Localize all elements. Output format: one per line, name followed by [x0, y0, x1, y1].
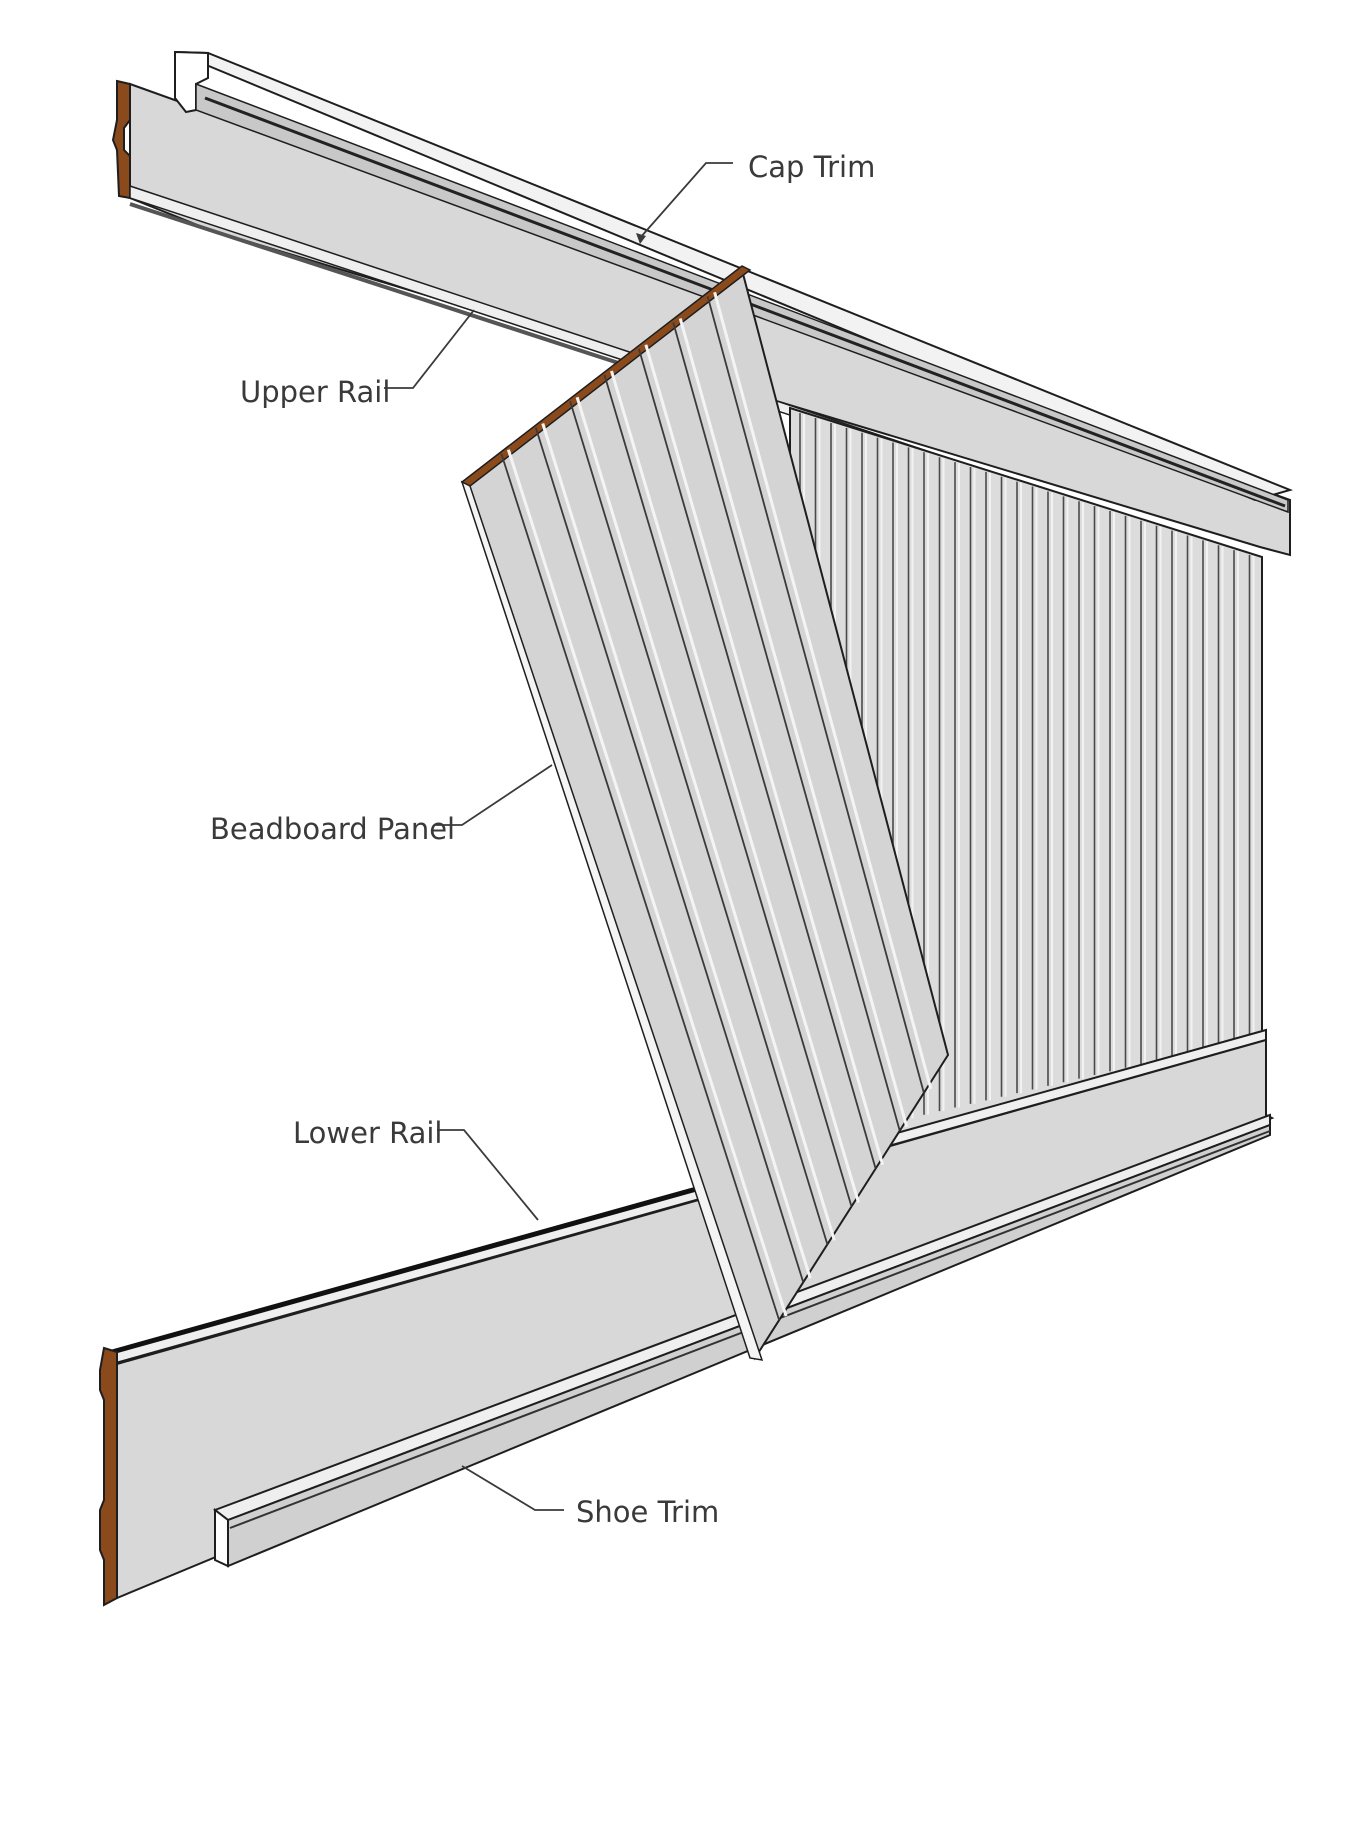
upper-rail-label: Upper Rail — [240, 375, 391, 409]
front-panel-groove — [706, 296, 925, 1094]
cap-trim-label: Cap Trim — [748, 150, 876, 184]
cap-trim-arrowhead — [636, 233, 646, 244]
front-panel-groove — [500, 453, 780, 1321]
upper-rail-leader — [384, 309, 475, 389]
shoe-trim-label: Shoe Trim — [576, 1495, 720, 1529]
leader-lines — [384, 162, 733, 1511]
shoe-trim-leader — [461, 1465, 564, 1511]
front-panel-bead-highlight — [644, 344, 885, 1166]
front-panel-groove — [603, 374, 853, 1207]
upper-rail-shadow-line — [129, 202, 641, 372]
front-panel-bead-highlight — [713, 291, 933, 1090]
front-panel-bead-highlight — [610, 370, 860, 1203]
lower-rail-top-shadow — [111, 1185, 701, 1355]
front-panel-bead-highlight — [541, 423, 812, 1279]
front-beadboard-panel — [460, 265, 950, 1361]
shoe-trim-end — [214, 1507, 229, 1568]
lower-rail-leader — [437, 1129, 539, 1221]
beadboard-panel-leader — [434, 764, 553, 826]
front-panel-grooves — [500, 291, 933, 1321]
front-panel-groove — [534, 427, 805, 1283]
lower-rail-end-grain — [99, 1346, 118, 1607]
front-panel-left-edge — [460, 480, 764, 1361]
front-panel-bead-highlight — [678, 318, 909, 1128]
front-panel-groove — [569, 400, 829, 1245]
beadboard-panel-label: Beadboard Panel — [210, 812, 456, 846]
front-panel-bead-highlight — [506, 449, 788, 1317]
upper-rail-end-grain — [111, 79, 131, 200]
front-panel-groove — [638, 348, 877, 1169]
front-panel-bead-highlight — [575, 396, 836, 1241]
lower-rail-label: Lower Rail — [293, 1116, 443, 1150]
front-panel-groove — [672, 322, 901, 1131]
cap-trim-leader — [639, 162, 733, 239]
